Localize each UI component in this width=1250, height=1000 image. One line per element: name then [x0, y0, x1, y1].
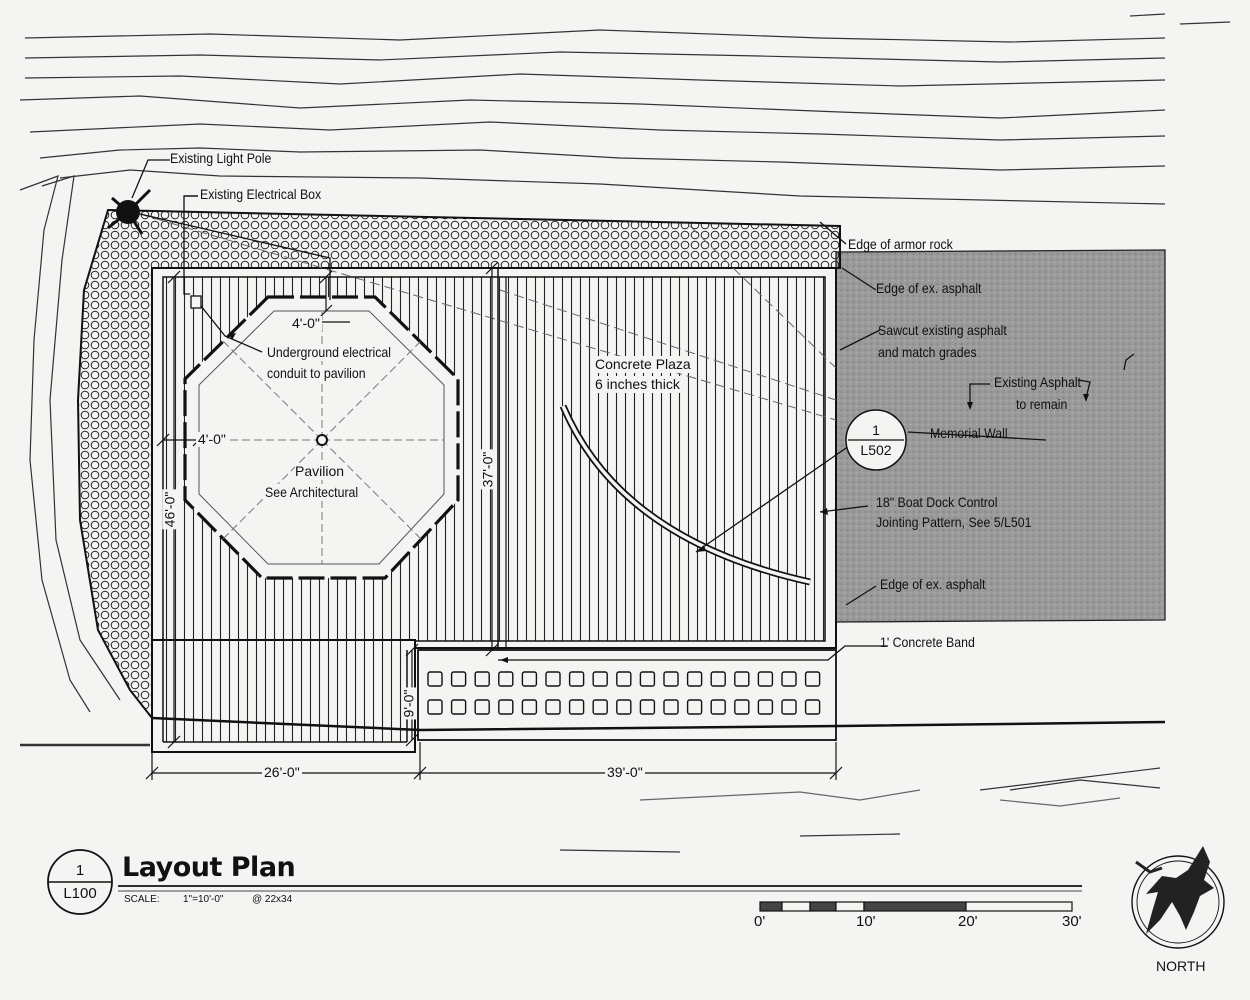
paver-square [450, 671, 467, 687]
dim-width-26: 26'-0" [262, 764, 302, 780]
label-existing-light-pole: Existing Light Pole [170, 150, 272, 166]
paver-square [686, 671, 703, 687]
dim-height-37: 37'-0" [479, 449, 496, 490]
title-block [47, 849, 1082, 915]
label-six-inches-thick: 6 inches thick [592, 376, 683, 393]
label-sawcut-2: and match grades [878, 344, 977, 360]
label-existing-asphalt-1: Existing Asphalt [994, 374, 1081, 390]
paver-square [592, 671, 608, 687]
paver-square [710, 671, 726, 687]
survey-lines [139, 213, 837, 421]
dim-height-46: 46'-0" [161, 489, 178, 530]
scale-bar-tick-0: 0' [754, 913, 766, 930]
leader-lines [131, 159, 1135, 661]
label-dock-control-2: Jointing Pattern, See 5/L501 [876, 514, 1032, 530]
label-existing-electrical-box: Existing Electrical Box [200, 186, 322, 202]
paver-square [545, 671, 561, 687]
paver-square [545, 699, 561, 715]
scale-value: 1"=10'-0" [183, 894, 224, 905]
paver-square [568, 699, 585, 715]
north-arrow-icon [1131, 846, 1225, 949]
paver-square [781, 699, 797, 715]
armor-rock-band [76, 208, 841, 721]
paver-square [663, 699, 679, 715]
shoreline-edge [151, 716, 1166, 732]
paver-square [734, 671, 750, 687]
paver-square [757, 699, 774, 715]
paver-square [757, 671, 774, 687]
north-label: NORTH [1156, 958, 1206, 974]
label-dock-control-1: 18" Boat Dock Control [876, 494, 998, 510]
label-conduit-1: Underground electrical [267, 344, 391, 361]
drawing-tag-number: 1 [75, 862, 85, 879]
paver-square [781, 671, 797, 687]
scale-bar-tick-10: 10' [856, 913, 876, 930]
drawing-title: Layout Plan [122, 852, 296, 883]
paver-square [639, 699, 656, 715]
dim-width-39: 39'-0" [605, 764, 645, 780]
label-edge-ex-asphalt-top: Edge of ex. asphalt [876, 280, 982, 296]
paver-square [663, 671, 679, 687]
paver-square [498, 671, 514, 687]
paver-square [710, 699, 726, 715]
light-pole-icon [107, 188, 152, 235]
electrical-box-icon [190, 295, 202, 309]
paver-square [568, 671, 585, 687]
label-sawcut-1: Sawcut existing asphalt [878, 322, 1007, 338]
scale-bar [759, 901, 1073, 912]
dim-height-9: 9'-0" [400, 687, 417, 720]
paver-square [804, 671, 821, 687]
paver-square [450, 699, 467, 715]
label-see-architectural: See Architectural [265, 484, 359, 501]
dim-pavilion-left: 4'-0" [196, 431, 228, 447]
paver-square [616, 671, 632, 687]
label-existing-asphalt-2: to remain [1016, 396, 1068, 412]
memorial-section-tag [845, 409, 907, 471]
paver-square [474, 699, 490, 715]
scale-bar-tick-30: 30' [1062, 913, 1082, 930]
paver-square [734, 699, 750, 715]
memorial-tag-number: 1 [872, 422, 880, 438]
scale-sheet: @ 22x34 [252, 894, 293, 905]
paver-square [427, 671, 443, 687]
drawing-tag-sheet: L100 [63, 885, 97, 902]
dim-pavilion-top: 4'-0" [290, 315, 322, 331]
label-concrete-band: 1' Concrete Band [880, 634, 975, 650]
label-edge-ex-asphalt-bottom: Edge of ex. asphalt [880, 576, 986, 592]
paver-square [592, 699, 608, 715]
paver-square [498, 699, 514, 715]
label-memorial-wall: Memorial Wall [930, 425, 1008, 441]
scale-bar-tick-20: 20' [958, 913, 978, 930]
paver-square [521, 699, 538, 715]
paver-square [616, 699, 632, 715]
paver-square [521, 671, 538, 687]
paver-square [639, 671, 656, 687]
paver-square [474, 671, 490, 687]
label-pavilion: Pavilion [295, 463, 345, 480]
paver-square [427, 699, 443, 715]
memorial-tag-sheet: L502 [860, 442, 892, 458]
contour-lines [19, 13, 1231, 853]
label-conduit-2: conduit to pavilion [267, 365, 366, 382]
paver-square [686, 699, 703, 715]
label-concrete-plaza: Concrete Plaza [592, 356, 694, 373]
paver-grid [427, 671, 821, 715]
scale-label: SCALE: [124, 894, 160, 905]
paver-square [804, 699, 821, 715]
label-edge-armor-rock: Edge of armor rock [848, 236, 953, 252]
